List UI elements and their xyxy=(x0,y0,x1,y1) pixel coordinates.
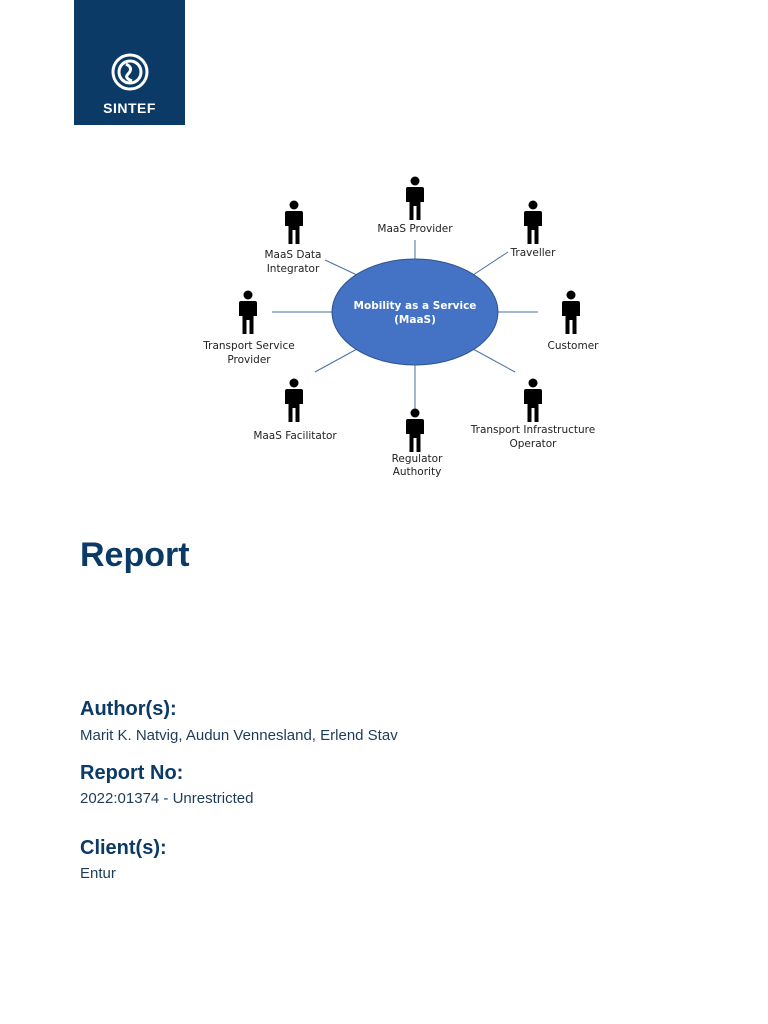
traveller-label: Traveller xyxy=(510,247,557,259)
maas-data-integrator-label-2: Integrator xyxy=(267,263,320,275)
maas-center-line-1: Mobility as a Service xyxy=(354,300,477,312)
sintef-emblem-icon xyxy=(111,53,148,91)
maas-facilitator-label: MaaS Facilitator xyxy=(253,430,337,442)
maas-center-line-2: (MaaS) xyxy=(394,314,436,326)
customer-person-icon xyxy=(562,290,580,334)
transport-service-provider-label-2: Provider xyxy=(227,354,271,366)
sintef-logo: SINTEF xyxy=(74,0,185,125)
sintef-logo-text: SINTEF xyxy=(103,100,156,116)
customer-label: Customer xyxy=(547,340,599,352)
maas-diagram: Mobility as a Service (MaaS) MaaS Provid… xyxy=(202,176,599,478)
clients-value: Entur xyxy=(80,865,116,882)
maas-data-integrator-label-1: MaaS Data xyxy=(264,249,321,261)
clients-heading: Client(s): xyxy=(80,837,167,859)
report-title: Report xyxy=(80,536,190,574)
report-no-value: 2022:01374 - Unrestricted xyxy=(80,790,254,807)
maas-provider-person-icon xyxy=(406,176,424,220)
transport-infrastructure-operator-label-1: Transport Infrastructure xyxy=(470,424,595,436)
authors-heading: Author(s): xyxy=(80,698,177,720)
transport-service-provider-person-icon xyxy=(239,290,257,334)
transport-infrastructure-operator-label-2: Operator xyxy=(510,438,558,450)
traveller-person-icon xyxy=(524,200,542,244)
transport-infrastructure-operator-person-icon xyxy=(524,378,542,422)
maas-facilitator-person-icon xyxy=(285,378,303,422)
maas-data-integrator-person-icon xyxy=(285,200,303,244)
maas-center-ellipse xyxy=(331,258,499,366)
maas-provider-label: MaaS Provider xyxy=(377,223,453,235)
regulator-authority-person-icon xyxy=(406,408,424,452)
report-no-heading: Report No: xyxy=(80,762,184,784)
regulator-authority-label-2: Authority xyxy=(393,466,442,478)
authors-value: Marit K. Natvig, Audun Vennesland, Erlen… xyxy=(80,727,398,744)
connector-lines xyxy=(272,240,538,410)
regulator-authority-label-1: Regulator xyxy=(392,453,443,465)
transport-service-provider-label-1: Transport Service xyxy=(202,340,294,352)
